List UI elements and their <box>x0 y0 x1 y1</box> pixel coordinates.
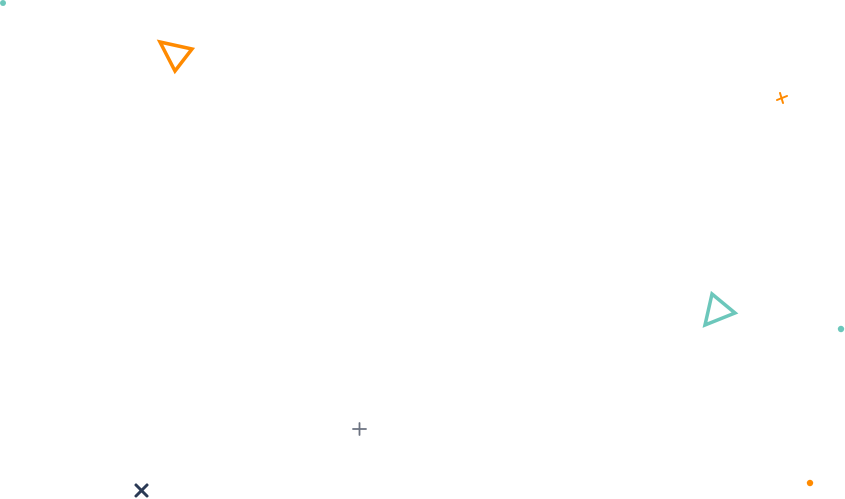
orange-plus-icon <box>776 92 788 104</box>
gray-plus-icon <box>352 422 367 436</box>
orange-triangle-icon <box>156 39 196 75</box>
teal-triangle-icon <box>702 290 739 328</box>
teal-dot-icon <box>0 0 6 6</box>
navy-cross-icon <box>134 483 149 498</box>
orange-dot-icon <box>806 479 814 487</box>
teal-dot-icon <box>837 325 845 333</box>
